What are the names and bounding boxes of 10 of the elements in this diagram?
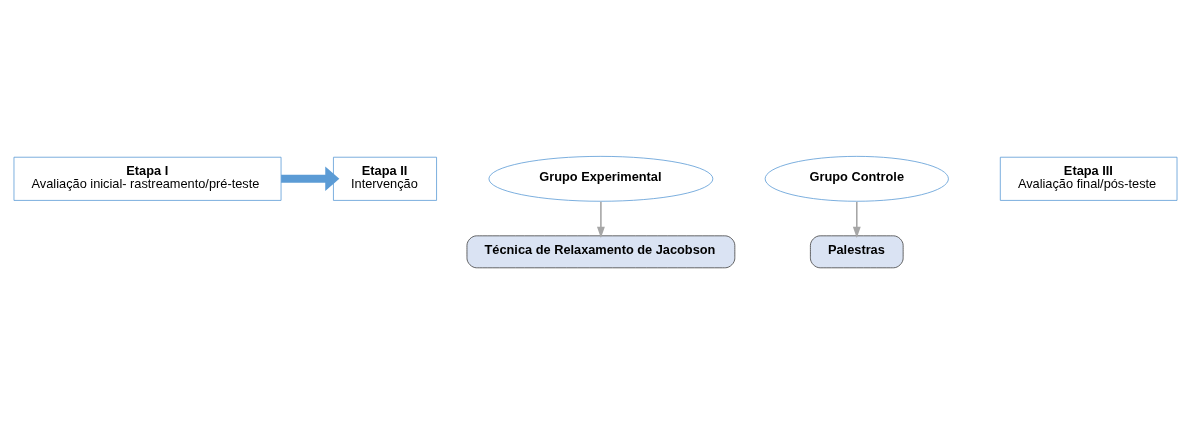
node-box: Palestras: [810, 234, 904, 268]
node-box: Etapa II Intervenção: [333, 156, 437, 201]
node-ellipse: Grupo Controle: [764, 155, 949, 202]
arrow: [596, 200, 605, 238]
node-box: Etapa I Avaliação inicial- rastreamento/pré-teste: [13, 156, 282, 201]
node-box: Técnica de Relaxamento de Jacobson: [466, 234, 736, 268]
arrow: [281, 166, 340, 191]
arrow: [852, 200, 861, 238]
node-box: Etapa III Avaliação final/pós-teste: [999, 156, 1178, 201]
node-ellipse: Grupo Experimental: [488, 155, 714, 202]
